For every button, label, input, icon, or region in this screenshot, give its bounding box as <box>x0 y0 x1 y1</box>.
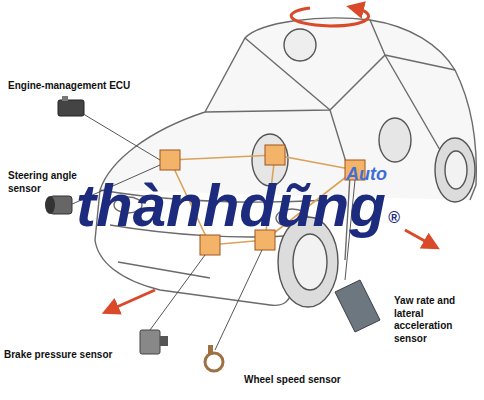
component-label: Wheel speed sensor <box>244 374 374 387</box>
component-label: Engine-management ECU <box>8 80 168 93</box>
wheels <box>252 29 475 307</box>
component-label: Brake pressure sensor <box>4 349 144 362</box>
watermark: Auto <box>346 165 387 183</box>
motion-arrows <box>110 8 432 310</box>
component-label: Yaw rate and lateral acceleration sensor <box>394 295 474 345</box>
watermark: thànhdũng <box>76 176 386 236</box>
watermark: ® <box>388 210 400 226</box>
